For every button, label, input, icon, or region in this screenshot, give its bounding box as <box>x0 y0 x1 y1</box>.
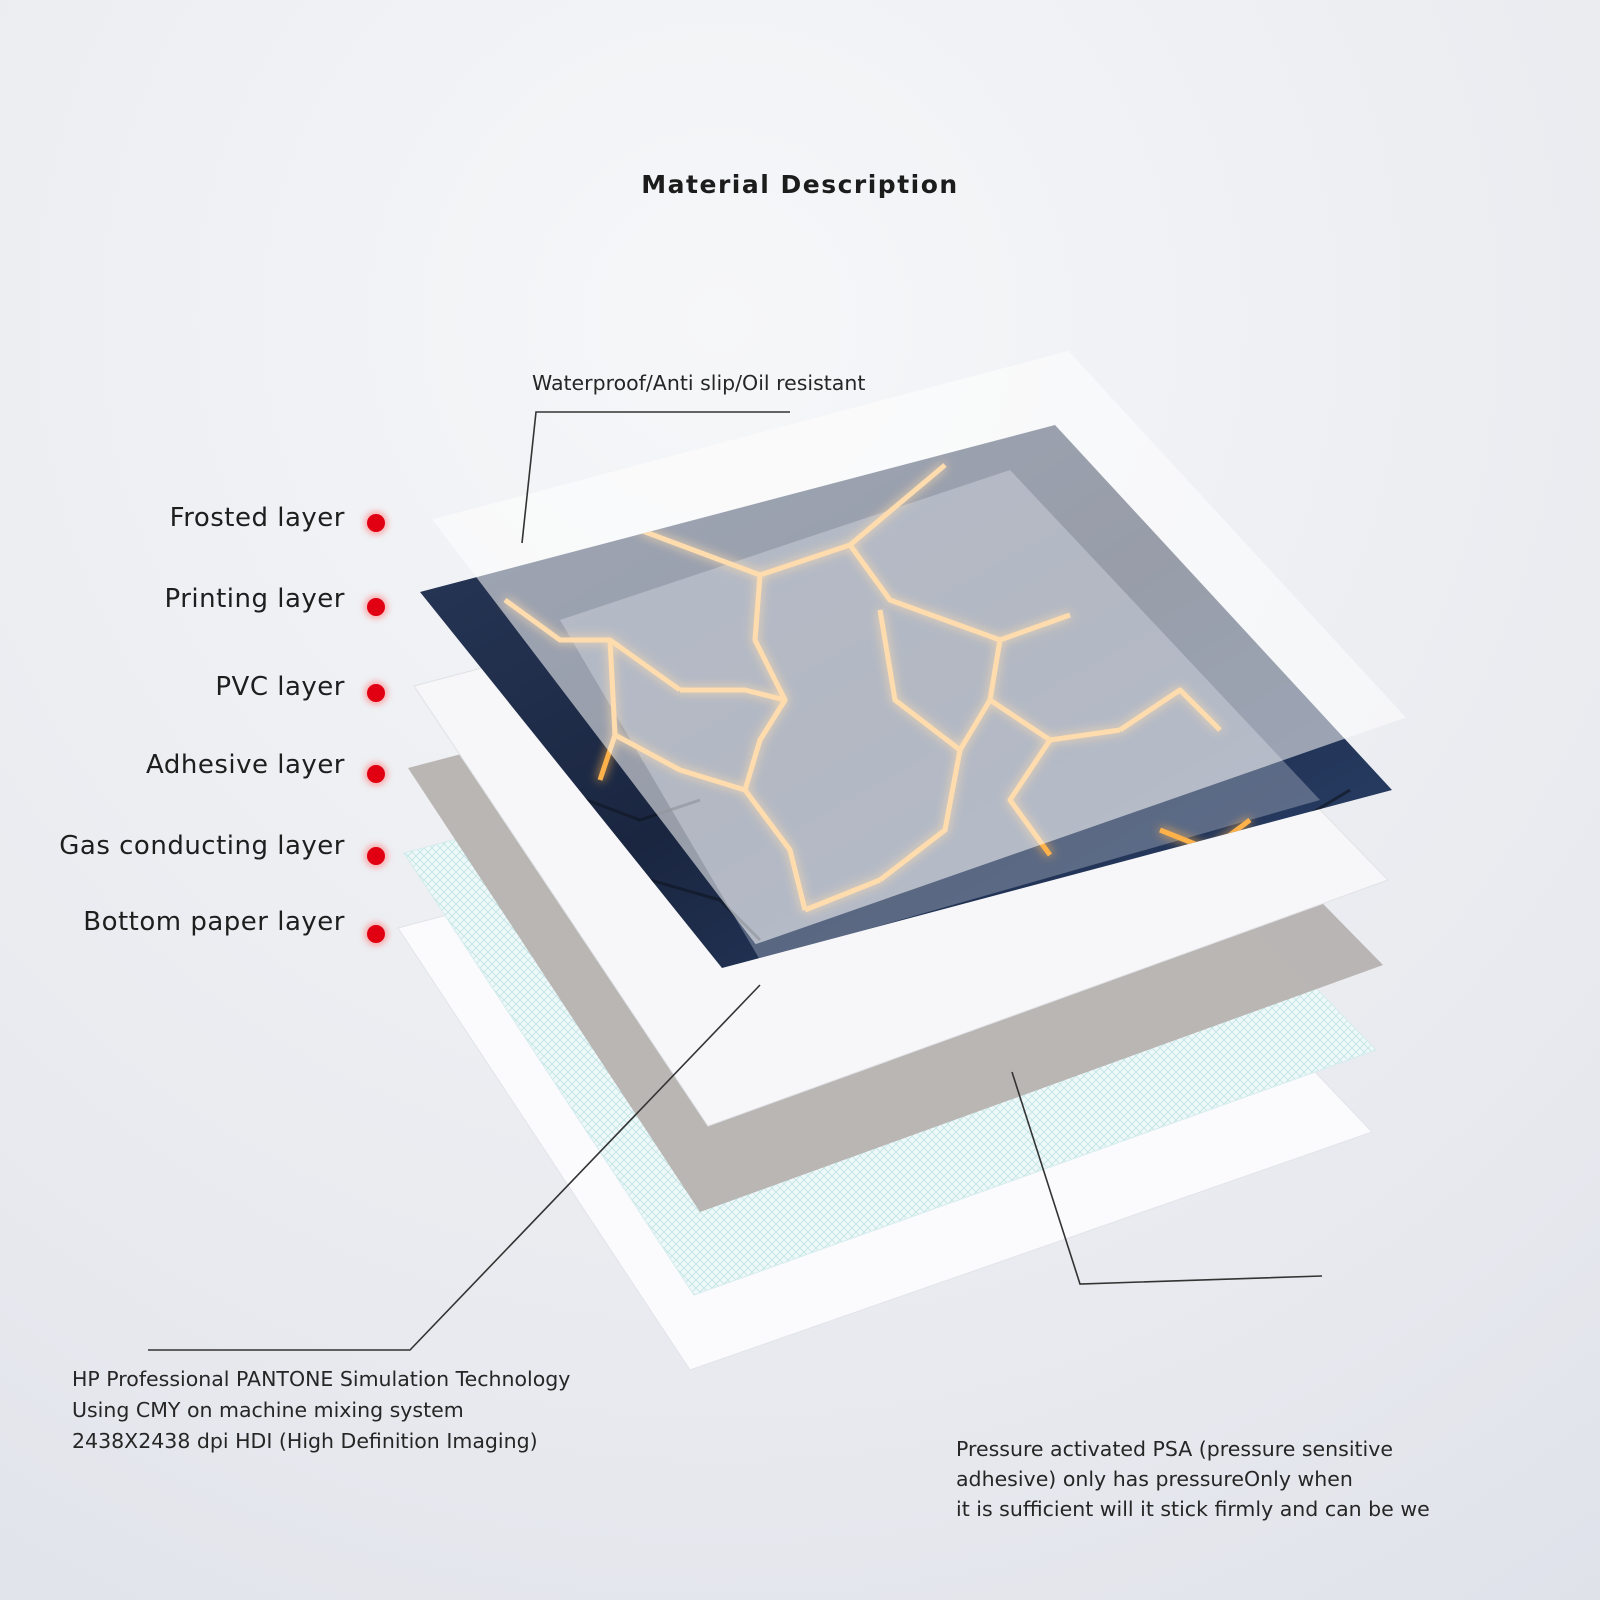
layer-label-bottom-paper: Bottom paper layer <box>83 907 345 937</box>
right-note-line: Pressure activated PSA (pressure sensiti… <box>956 1437 1393 1461</box>
layer-marker-printing <box>367 598 385 616</box>
layer-marker-gas-conducting <box>367 847 385 865</box>
layer-label-pvc: PVC layer <box>215 672 345 702</box>
left-callout-line <box>148 984 761 1351</box>
left-note-line: Using CMY on machine mixing system <box>72 1398 464 1422</box>
layer-marker-adhesive <box>367 765 385 783</box>
left-callout-text: HP Professional PANTONE Simulation Techn… <box>72 1364 570 1457</box>
layer-marker-frosted <box>367 514 385 532</box>
layer-marker-bottom-paper <box>367 925 385 943</box>
layer-label-frosted: Frosted layer <box>169 503 345 533</box>
right-callout-line <box>1011 1071 1323 1285</box>
page-title: Material Description <box>641 170 959 199</box>
frosted-layer-sheet <box>432 350 1406 945</box>
layer-marker-pvc <box>367 684 385 702</box>
right-note-line: it is sufficient will it stick firmly an… <box>956 1497 1430 1521</box>
right-note-line: adhesive) only has pressureOnly when <box>956 1467 1353 1491</box>
left-note-line: HP Professional PANTONE Simulation Techn… <box>72 1367 571 1391</box>
layer-label-gas-conducting: Gas conducting layer <box>59 831 345 861</box>
layer-label-adhesive: Adhesive layer <box>146 750 345 780</box>
left-note-line: 2438X2438 dpi HDI (High Definition Imagi… <box>72 1429 538 1453</box>
top-callout-text: Waterproof/Anti slip/Oil resistant <box>532 371 866 395</box>
top-callout-line <box>521 411 790 544</box>
layer-label-printing: Printing layer <box>164 584 345 614</box>
right-callout-text: Pressure activated PSA (pressure sensiti… <box>956 1434 1430 1524</box>
